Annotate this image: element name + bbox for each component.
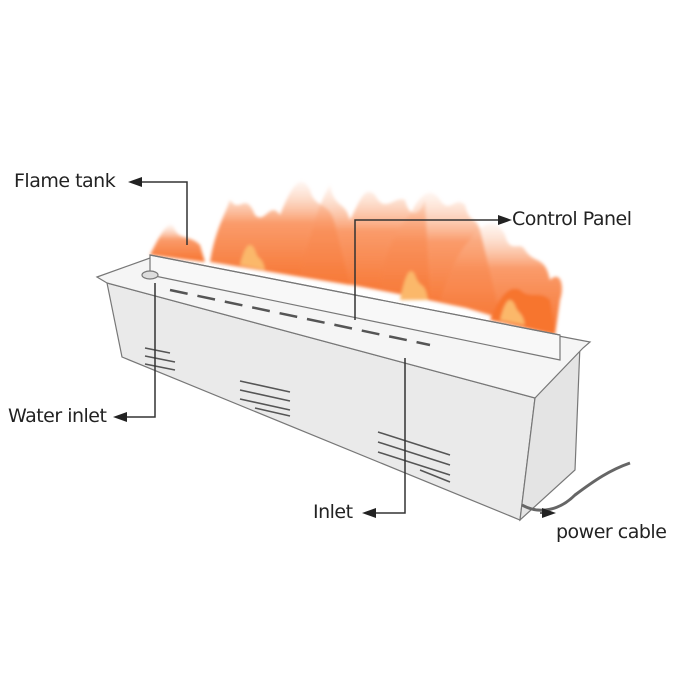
arrow-icon bbox=[498, 215, 512, 225]
label-power-cable: power cable bbox=[556, 521, 667, 543]
flames bbox=[150, 181, 562, 335]
label-water-inlet: Water inlet bbox=[8, 405, 107, 427]
label-inlet: Inlet bbox=[313, 501, 353, 523]
arrow-icon bbox=[362, 508, 376, 518]
arrowheads bbox=[113, 177, 556, 518]
leader-lines bbox=[125, 181, 550, 514]
vent-slots bbox=[144, 347, 451, 483]
arrow-icon bbox=[113, 412, 127, 422]
label-flame-tank: Flame tank bbox=[14, 170, 116, 192]
power-cable bbox=[521, 461, 631, 512]
arrow-icon bbox=[542, 508, 556, 518]
rail-dashes bbox=[169, 288, 431, 347]
fireplace-body bbox=[95, 254, 592, 522]
label-control-panel: Control Panel bbox=[512, 208, 632, 230]
arrow-icon bbox=[128, 177, 142, 187]
